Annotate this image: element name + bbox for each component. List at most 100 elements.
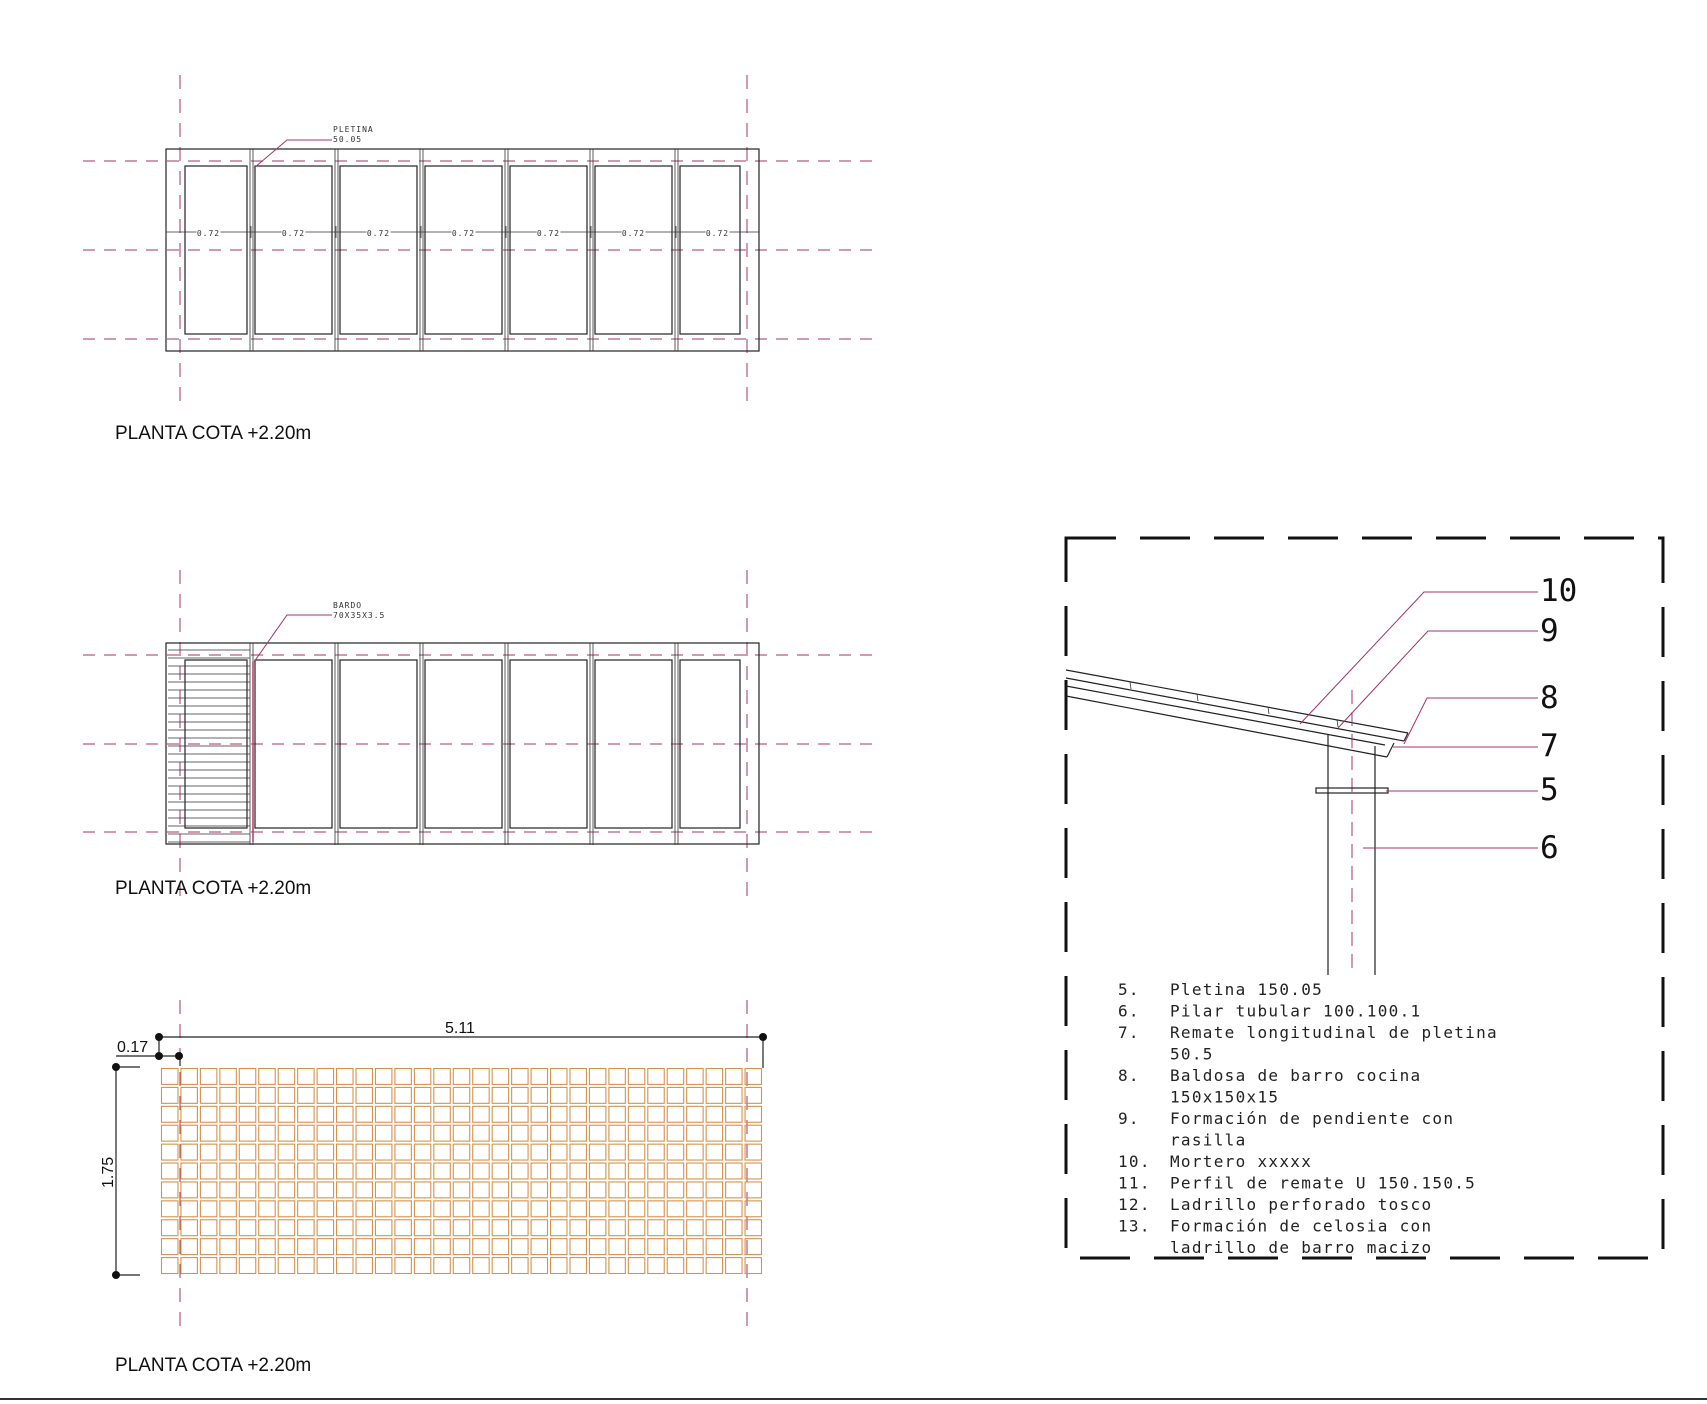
plan-title: PLANTA COTA +2.20m [115, 1355, 311, 1376]
floor-tile [705, 1124, 724, 1142]
floor-tile [394, 1067, 412, 1085]
floor-tile [744, 1219, 763, 1237]
floor-tile [647, 1086, 665, 1104]
plan-title: PLANTA COTA +2.20m [115, 878, 311, 899]
floor-tile [297, 1181, 315, 1199]
roof-edge [1386, 742, 1395, 758]
floor-tile [588, 1181, 607, 1199]
floor-tile [705, 1219, 724, 1237]
tile-joint [1129, 681, 1132, 690]
floor-tile [725, 1200, 743, 1218]
callout-label: 9 [1540, 613, 1559, 649]
floor-tile [569, 1105, 587, 1123]
floor-tile [355, 1105, 374, 1123]
floor-tile [160, 1124, 179, 1142]
span-label: 0.72 [537, 229, 560, 238]
floor-tile [160, 1067, 179, 1085]
floor-tile [472, 1257, 490, 1275]
floor-tile [336, 1238, 354, 1256]
glass-panel [339, 659, 418, 829]
floor-tile [297, 1086, 315, 1104]
floor-tile [238, 1162, 257, 1180]
floor-tile [258, 1219, 276, 1237]
legend-text: 150x150x15 [1170, 1088, 1279, 1107]
span-label-bg [451, 226, 476, 237]
floor-tile [160, 1238, 179, 1256]
floor-tile [725, 1086, 743, 1104]
floor-tile [666, 1257, 685, 1275]
floor-tile [744, 1162, 763, 1180]
legend-text: rasilla [1170, 1131, 1247, 1150]
floor-tile [647, 1219, 665, 1237]
floor-tile [297, 1238, 315, 1256]
floor-tile [452, 1086, 471, 1104]
floor-tile [374, 1086, 393, 1104]
floor-tile [472, 1067, 490, 1085]
floor-tile [219, 1086, 237, 1104]
floor-tile [160, 1200, 179, 1218]
floor-tile [238, 1067, 257, 1085]
floor-tile [491, 1162, 510, 1180]
legend-number: 7. [1118, 1023, 1140, 1042]
floor-tile [180, 1181, 198, 1199]
floor-tile [588, 1143, 607, 1161]
glass-panel [339, 165, 418, 335]
tile-joint [1336, 719, 1339, 728]
floor-tile [608, 1124, 626, 1142]
floor-tile [199, 1257, 218, 1275]
floor-tile [588, 1162, 607, 1180]
floor-tile [277, 1238, 296, 1256]
dimension-dot [112, 1063, 120, 1071]
dimension-dot [175, 1052, 183, 1060]
legend-text: Mortero xxxxx [1170, 1152, 1312, 1171]
plan-label-line1: PLETINA [333, 125, 374, 134]
floor-tile [374, 1162, 393, 1180]
floor-tile [686, 1200, 704, 1218]
floor-tile [413, 1124, 432, 1142]
floor-tile [452, 1257, 471, 1275]
floor-tile [608, 1238, 626, 1256]
legend-text: Formación de pendiente con [1170, 1109, 1454, 1128]
floor-tile [588, 1200, 607, 1218]
floor-tile [705, 1105, 724, 1123]
floor-tile [180, 1257, 198, 1275]
glass-panel [254, 659, 333, 829]
floor-tile [530, 1219, 549, 1237]
callout-label: 6 [1540, 830, 1559, 866]
floor-tile [277, 1219, 296, 1237]
floor-tile [744, 1124, 763, 1142]
floor-tile [336, 1200, 354, 1218]
floor-tile [627, 1162, 646, 1180]
plan-label-line2: 70X35X3.5 [333, 611, 385, 620]
floor-tile [355, 1238, 374, 1256]
floor-tile [569, 1181, 587, 1199]
floor-tile [569, 1200, 587, 1218]
floor-tile [647, 1162, 665, 1180]
floor-tile [160, 1086, 179, 1104]
floor-tile [219, 1200, 237, 1218]
floor-tile [588, 1105, 607, 1123]
floor-tile [374, 1067, 393, 1085]
floor-tile [160, 1219, 179, 1237]
legend-number: 9. [1118, 1109, 1140, 1128]
floor-tile [549, 1181, 568, 1199]
floor-tile [199, 1200, 218, 1218]
floor-tile [725, 1162, 743, 1180]
floor-tile [413, 1086, 432, 1104]
floor-tile [316, 1219, 335, 1237]
floor-tile [433, 1105, 451, 1123]
legend-text: Baldosa de barro cocina [1170, 1066, 1421, 1085]
floor-tile [705, 1200, 724, 1218]
tile-joint [1196, 693, 1199, 702]
floor-tile [394, 1219, 412, 1237]
floor-tile [413, 1067, 432, 1085]
glass-panel [184, 165, 248, 335]
floor-tile [472, 1143, 490, 1161]
floor-tile [627, 1086, 646, 1104]
label-leader [253, 139, 332, 169]
legend-text: Pletina 150.05 [1170, 980, 1323, 999]
floor-tile [199, 1181, 218, 1199]
callout-label: 7 [1540, 728, 1559, 764]
floor-tile [725, 1181, 743, 1199]
